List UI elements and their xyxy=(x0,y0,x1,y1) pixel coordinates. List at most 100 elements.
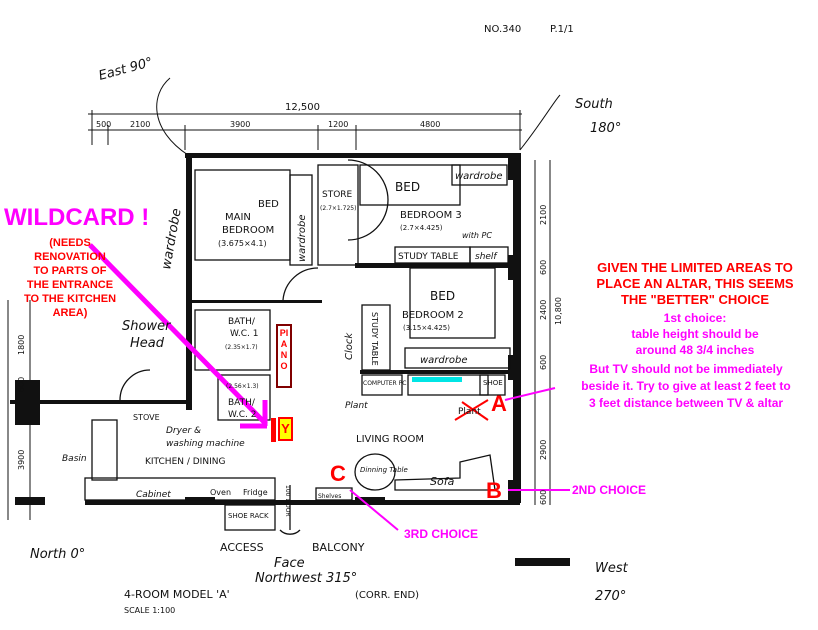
plant-label: Plant xyxy=(345,401,368,411)
wardrobe2-label: wardrobe xyxy=(420,355,468,366)
note-line: PLACE AN ALTAR, THIS SEEMS xyxy=(596,276,794,291)
shower-label: Shower xyxy=(122,319,172,334)
note-line: TO THE KITCHEN xyxy=(23,293,117,305)
bath1-label: W.C. 1 xyxy=(230,329,258,339)
bed2-label: BED xyxy=(430,289,455,303)
bath1-size: (2.35×1.7) xyxy=(225,344,258,351)
west-degrees: 270° xyxy=(595,589,626,604)
sofa-label: Sofa xyxy=(430,475,455,488)
main-bedroom-size: (3.675×4.1) xyxy=(218,239,267,248)
shoe-rack-label: SHOE RACK xyxy=(228,512,269,520)
wildcard-note: (NEEDS RENOVATION TO PARTS OF THE ENTRAN… xyxy=(10,236,130,320)
bedroom2-label: BEDROOM 2 xyxy=(402,310,464,321)
wildcard-arrow xyxy=(88,243,268,429)
model-title: 4-ROOM MODEL 'A' xyxy=(124,588,230,601)
south-degrees: 180° xyxy=(590,121,621,136)
scale-label: SCALE 1:100 xyxy=(124,606,175,615)
given-note: GIVEN THE LIMITED AREAS TO PLACE AN ALTA… xyxy=(580,260,810,308)
bath2-label: BATH/ xyxy=(228,398,256,408)
store-size: (2.7×1.725) xyxy=(320,205,356,212)
dining-table-label: Dinning Table xyxy=(360,466,408,474)
dim-total-top: 12,500 xyxy=(285,102,320,113)
oven-label: Oven xyxy=(210,488,231,497)
living-room-label: LIVING ROOM xyxy=(356,434,424,445)
wardrobe-label: wardrobe xyxy=(297,215,308,263)
note-line: AREA) xyxy=(52,307,88,319)
bedroom2-size: (3.15×4.425) xyxy=(403,324,450,332)
dimension-lines xyxy=(7,77,561,520)
tv-marker xyxy=(412,377,462,382)
dim-top: 2100 xyxy=(130,120,150,129)
wardrobe3-label: wardrobe xyxy=(455,171,503,182)
third-choice-label: 3RD CHOICE xyxy=(404,527,479,541)
stove-label: STOVE xyxy=(133,413,160,422)
pointer-lines xyxy=(349,387,570,531)
y-marker-bar xyxy=(271,418,276,442)
facing-direction: Northwest 315° xyxy=(255,571,357,586)
doc-number: NO.340 xyxy=(484,24,521,35)
note-line: But TV should not be immediately xyxy=(589,362,783,376)
wildcard-label: WILDCARD ! xyxy=(4,204,150,231)
note-line: GIVEN THE LIMITED AREAS TO xyxy=(597,260,793,275)
note-line: around 48 3/4 inches xyxy=(635,343,755,357)
shelves-label: Shelves xyxy=(318,493,341,500)
dim-right: 600 xyxy=(539,355,548,370)
corr-end-label: (CORR. END) xyxy=(355,590,419,601)
choice-b-marker: B xyxy=(486,478,502,503)
washer-label: washing machine xyxy=(166,439,245,449)
bath1-label: BATH/ xyxy=(228,317,256,327)
store-label: STORE xyxy=(322,190,353,200)
note-line: RENOVATION xyxy=(34,251,106,263)
access-label: ACCESS xyxy=(220,541,264,554)
north-label: North 0° xyxy=(30,547,85,562)
note-line: THE ENTRANCE xyxy=(26,279,114,291)
dim-top: 4800 xyxy=(420,120,440,129)
note-line: 1st choice: xyxy=(663,311,727,325)
main-bedroom-label: BEDROOM xyxy=(222,225,274,236)
study-table3-label: STUDY TABLE xyxy=(398,252,459,262)
dim-top: 1200 xyxy=(328,120,348,129)
south-label: South xyxy=(575,97,613,112)
door-label: 100 DOOR xyxy=(284,485,291,517)
dim-left: 3900 xyxy=(17,450,26,470)
note-line: TO PARTS OF xyxy=(33,265,107,277)
cabinet-label: Cabinet xyxy=(136,490,171,500)
first-choice-note: 1st choice: table height should be aroun… xyxy=(580,310,810,358)
basin-label: Basin xyxy=(62,454,87,464)
crossed-plant-label: Plant xyxy=(458,407,481,417)
study-table2-label: STUDY TABLE xyxy=(370,312,379,366)
fridge-label: Fridge xyxy=(243,488,268,497)
bedroom3-label: BEDROOM 3 xyxy=(400,210,462,221)
with-pc-label: with PC xyxy=(462,231,492,240)
dim-right: 2100 xyxy=(539,205,548,225)
dryer-label: Dryer & xyxy=(166,426,201,436)
dim-right: 2900 xyxy=(539,440,548,460)
note-line: (NEEDS xyxy=(49,237,91,249)
note-line: 3 feet distance between TV & altar xyxy=(588,396,784,410)
choice-c-marker: C xyxy=(330,461,346,486)
shoe-label: SHOE xyxy=(483,379,503,387)
dim-left: 600 xyxy=(17,377,26,392)
main-bed-label: BED xyxy=(258,199,279,210)
dim-left: 1800 xyxy=(17,335,26,355)
clock-label: Clock xyxy=(344,332,355,360)
east-label: East 90° xyxy=(97,55,154,84)
bath2-size: (2.56×1.3) xyxy=(226,383,259,390)
dim-right: 600 xyxy=(539,490,548,505)
second-choice-label: 2ND CHOICE xyxy=(572,483,647,497)
main-bedroom-label: MAIN xyxy=(225,212,251,223)
note-line: THE "BETTER" CHOICE xyxy=(620,292,770,307)
computer-label: COMPUTER PC xyxy=(363,380,406,387)
note-line: beside it. Try to give at least 2 feet t… xyxy=(581,379,791,393)
bed3-label: BED xyxy=(395,180,420,194)
page-number: P.1/1 xyxy=(550,24,574,35)
dim-top: 3900 xyxy=(230,120,250,129)
note-line: table height should be xyxy=(631,327,759,341)
y-marker: Y xyxy=(278,417,293,441)
dim-top: 500 xyxy=(96,120,111,129)
furniture-outlines xyxy=(84,159,511,535)
bedroom3-size: (2.7×4.425) xyxy=(400,224,443,232)
wardrobe-label: wardrobe xyxy=(159,207,184,270)
